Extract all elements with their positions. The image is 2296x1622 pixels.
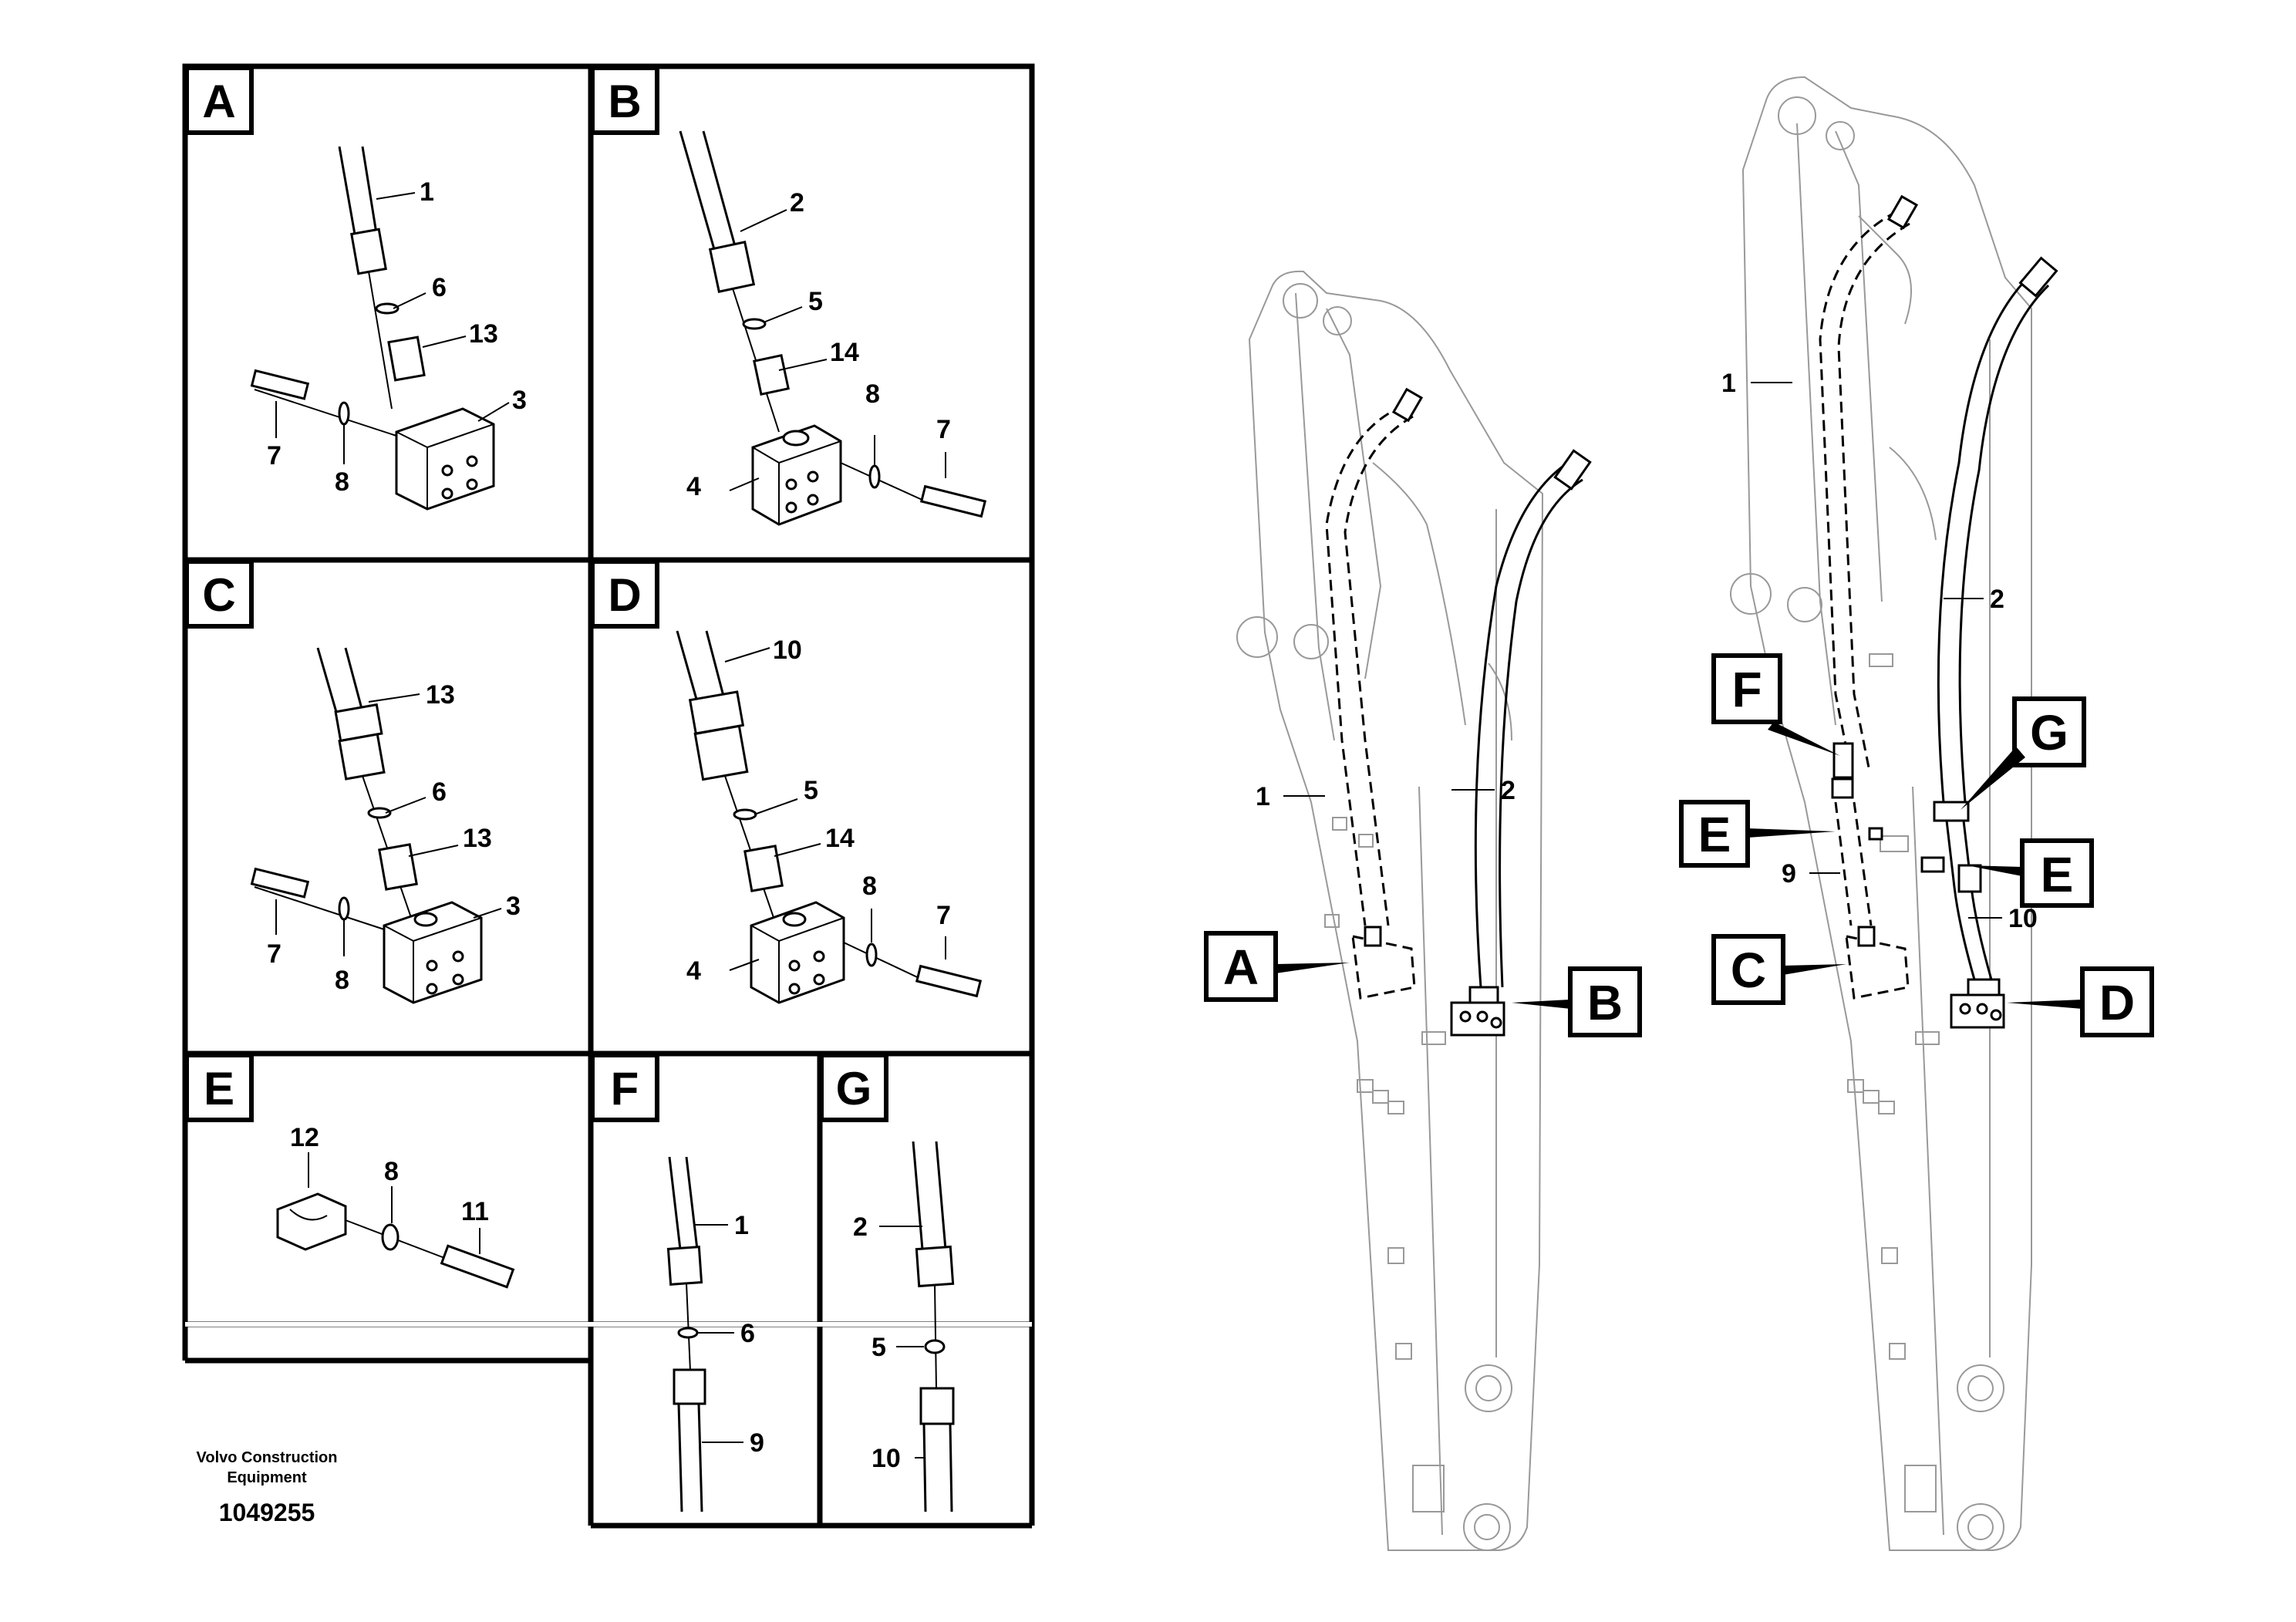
callout-b-4: 4 bbox=[686, 472, 701, 501]
panel-f: F 1 6 9 bbox=[590, 1053, 764, 1512]
boom-right-callout-1: 1 bbox=[1721, 369, 1736, 398]
callout-g-5: 5 bbox=[872, 1333, 886, 1362]
callout-f-6: 6 bbox=[740, 1319, 755, 1348]
panel-c: C 13 6 13 3 7 8 bbox=[184, 559, 521, 1004]
callout-a-13: 13 bbox=[469, 319, 498, 349]
boom-right-callout-9: 9 bbox=[1782, 859, 1796, 889]
panel-g-letter: G bbox=[836, 1063, 872, 1114]
callout-c-8: 8 bbox=[335, 966, 349, 995]
callout-b-5: 5 bbox=[808, 287, 823, 316]
callout-d-4: 4 bbox=[686, 956, 701, 986]
callout-a-6: 6 bbox=[432, 273, 447, 302]
callout-g-2: 2 bbox=[853, 1212, 868, 1242]
panel-a: A 1 6 13 3 7 8 bbox=[184, 66, 527, 511]
boom-right-label-e1: E bbox=[1698, 807, 1731, 862]
panel-f-letter: F bbox=[611, 1063, 639, 1114]
callout-d-8: 8 bbox=[862, 872, 877, 901]
footer: Volvo Construction Equipment 1049255 bbox=[197, 1449, 338, 1526]
callout-a-1: 1 bbox=[420, 177, 434, 207]
callout-d-14: 14 bbox=[825, 824, 855, 853]
callout-d-10: 10 bbox=[773, 636, 802, 665]
boom-left-callout-2: 2 bbox=[1501, 776, 1515, 805]
callout-a-8: 8 bbox=[335, 467, 349, 497]
callout-b-2: 2 bbox=[790, 188, 804, 218]
boom-right-label-f: F bbox=[1731, 662, 1762, 717]
panel-e-letter: E bbox=[204, 1063, 234, 1114]
panel-g: G 2 5 10 bbox=[819, 1053, 955, 1512]
callout-b-7: 7 bbox=[936, 415, 951, 444]
callout-b-8: 8 bbox=[865, 379, 880, 409]
boom-right-label-d: D bbox=[2099, 975, 2135, 1030]
callout-b-14: 14 bbox=[830, 338, 859, 367]
panel-d-letter: D bbox=[608, 569, 641, 621]
callout-c-13b: 13 bbox=[463, 824, 492, 853]
callout-g-10: 10 bbox=[872, 1444, 901, 1473]
boom-right-callout-10: 10 bbox=[2008, 904, 2038, 933]
detail-panel-grid bbox=[182, 63, 1035, 1529]
callout-f-9: 9 bbox=[750, 1428, 764, 1458]
callout-c-6: 6 bbox=[432, 777, 447, 807]
boom-right-label-e2: E bbox=[2041, 847, 2074, 902]
boom-right-label-g: G bbox=[2030, 705, 2068, 760]
boom-right-callout-2: 2 bbox=[1990, 585, 2004, 614]
boom-right: 1 2 9 10 F G E E C D bbox=[1679, 76, 2154, 1551]
boom-left-callout-1: 1 bbox=[1256, 782, 1270, 811]
callout-c-3: 3 bbox=[506, 892, 521, 921]
callout-c-7: 7 bbox=[267, 939, 282, 969]
footer-company-line1: Volvo Construction bbox=[197, 1449, 338, 1466]
panel-c-letter: C bbox=[202, 569, 235, 621]
callout-e-11: 11 bbox=[461, 1197, 489, 1226]
callout-f-1: 1 bbox=[734, 1211, 749, 1240]
panel-b-letter: B bbox=[608, 76, 641, 127]
panel-a-letter: A bbox=[202, 76, 235, 127]
boom-left-label-a: A bbox=[1223, 939, 1259, 995]
callout-a-3: 3 bbox=[512, 386, 527, 415]
callout-c-13a: 13 bbox=[426, 680, 455, 710]
boom-left-label-b: B bbox=[1587, 975, 1623, 1030]
boom-right-label-c: C bbox=[1731, 943, 1766, 998]
callout-d-7: 7 bbox=[936, 901, 951, 930]
footer-company-line2: Equipment bbox=[227, 1469, 307, 1486]
boom-left: 1 2 A B bbox=[1204, 270, 1642, 1551]
drawing-number: 1049255 bbox=[219, 1499, 315, 1526]
callout-e-8: 8 bbox=[384, 1157, 399, 1186]
panel-b: B 2 5 14 8 7 4 bbox=[590, 66, 987, 526]
callout-e-12: 12 bbox=[290, 1123, 319, 1152]
callout-d-5: 5 bbox=[804, 776, 818, 805]
panel-d: D 10 5 14 8 7 4 bbox=[590, 559, 983, 1004]
callout-a-7: 7 bbox=[267, 441, 282, 470]
panel-e: E 12 8 11 bbox=[184, 1053, 515, 1289]
